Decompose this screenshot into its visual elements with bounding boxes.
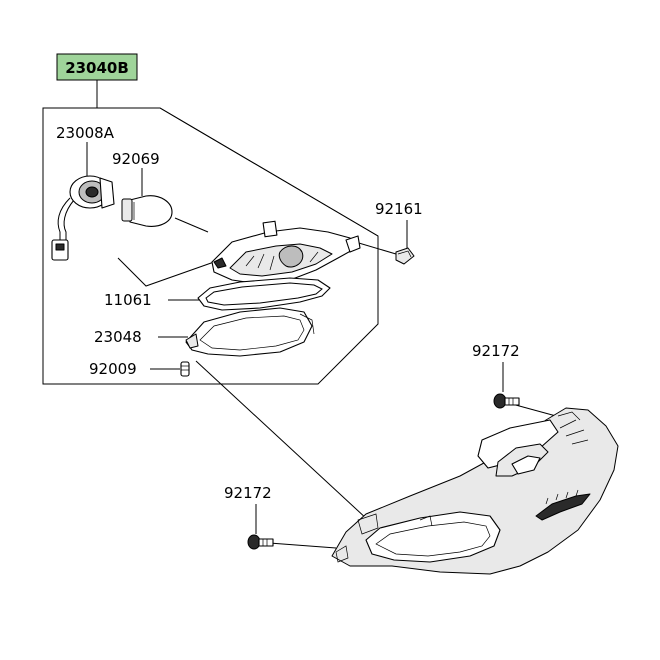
assembly-label-23040B[interactable]: 23040B	[56, 53, 138, 81]
label-11061[interactable]: 11061	[104, 291, 152, 309]
label-23048[interactable]: 23048	[94, 328, 142, 346]
lens-part	[185, 307, 315, 357]
leader-bulb-to-housing	[174, 217, 209, 233]
assembly-label-highlight	[56, 53, 138, 81]
leader-topbolt-to-cowl	[511, 403, 557, 417]
label-23008A[interactable]: 23008A	[56, 124, 115, 142]
leader-branch-housing	[117, 257, 215, 287]
assembly-top-edge	[159, 107, 379, 237]
front-cowl-part	[331, 407, 619, 575]
label-92069[interactable]: 92069	[112, 150, 160, 168]
label-92009[interactable]: 92009	[89, 360, 137, 378]
screw-part	[180, 361, 190, 377]
label-92172-top[interactable]: 92172	[472, 342, 520, 360]
label-23040B: 23040B	[65, 59, 129, 77]
leader-assembly-to-cowl	[195, 360, 369, 521]
bolt-left-part	[247, 534, 274, 550]
rubber-cap-part	[395, 247, 415, 265]
bulb-part	[121, 195, 173, 227]
label-92172-left[interactable]: 92172	[224, 484, 272, 502]
lamp-housing-part	[211, 220, 361, 285]
bolt-top-part	[493, 393, 520, 409]
label-92161[interactable]: 92161	[375, 200, 423, 218]
gasket-part	[197, 277, 331, 311]
socket-wire-part	[51, 175, 115, 261]
